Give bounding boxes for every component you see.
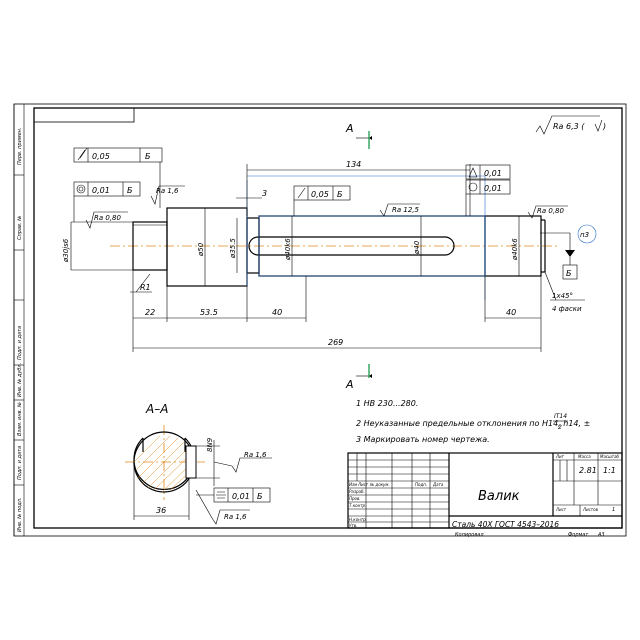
format-value: А3 — [597, 532, 605, 538]
dia-40k6-b: ø40k6 — [511, 238, 519, 261]
note-2: 2 Неуказанные предельные отклонения по Н… — [356, 419, 590, 428]
dia-35: ø35.5 — [229, 238, 237, 259]
svg-text:Ra 0,80: Ra 0,80 — [94, 214, 122, 222]
dim-40b: 40 — [506, 308, 516, 317]
svg-text:Масса: Масса — [578, 454, 591, 459]
svg-text:Т.контр.: Т.контр. — [349, 503, 366, 508]
dia-50: ø50 — [197, 242, 205, 257]
side-stamp-4: Инв. № дубл. — [17, 363, 23, 397]
dim-22: 22 — [145, 308, 155, 317]
side-stamp-6: Подп. и дата — [17, 446, 23, 480]
svg-text:Б: Б — [127, 186, 133, 195]
svg-text:Лист: Лист — [555, 507, 567, 512]
tolerance-frame-4: 0,01 0,01 — [465, 164, 511, 216]
svg-text:Разраб.: Разраб. — [349, 489, 365, 494]
section-view: А–А 8N9 36 Ra 1,6 — [125, 402, 272, 525]
dim-chamfer-note: 4 фаски — [552, 305, 582, 313]
svg-text:0,01: 0,01 — [92, 186, 110, 195]
center-hole: п3 — [580, 231, 589, 239]
dim-40a: 40 — [272, 308, 282, 317]
dia-40: ø40 — [413, 240, 421, 255]
corner-box — [33, 107, 135, 123]
side-stamp-1: Перв. примен. — [17, 127, 23, 165]
dimensions: 134 3 22 53.5 40 40 269 ø30js6 ø50 ø35.5… — [62, 160, 585, 352]
general-roughness-close: ) — [602, 122, 606, 131]
roughness-marks: Ra 1,6 Ra 0,80 Ra 12,5 Ra 0,80 — [85, 185, 568, 229]
svg-text:Изм: Изм — [349, 482, 357, 487]
svg-text:Ra 0,80: Ra 0,80 — [537, 207, 565, 215]
note-fraction-den: 2 — [558, 424, 562, 431]
svg-text:Масштаб: Масштаб — [600, 454, 620, 459]
svg-text:Ra 1,6: Ra 1,6 — [224, 513, 247, 521]
svg-text:0,01: 0,01 — [484, 169, 502, 178]
section-letter-top: А — [345, 122, 354, 135]
base-marker: Б п3 — [540, 224, 597, 280]
note-3: 3 Маркировать номер чертежа. — [356, 435, 490, 444]
side-stamp-7: Инв. № подл. — [17, 498, 23, 533]
base-letter: Б — [566, 269, 572, 278]
side-stamp-column: Перв. примен. Справ. № Подп. и дата Инв.… — [13, 104, 25, 536]
svg-text:0,05: 0,05 — [311, 190, 329, 199]
section-marker-top: А — [345, 122, 372, 149]
dim-53: 53.5 — [200, 308, 218, 317]
svg-text:Б: Б — [145, 152, 151, 161]
svg-text:№ докум.: № докум. — [369, 482, 390, 487]
svg-text:Лит: Лит — [555, 454, 565, 459]
scale-value: 1:1 — [603, 466, 616, 475]
svg-text:Утв.: Утв. — [349, 523, 357, 528]
dia-40k6-a: ø40k6 — [284, 238, 292, 261]
dim-chamfer: 1х45° — [552, 292, 573, 300]
svg-text:Дата: Дата — [432, 482, 444, 487]
dim-key-depth: 36 — [156, 506, 166, 515]
section-letter-bottom: А — [345, 378, 354, 391]
side-stamp-2: Справ. № — [17, 216, 23, 240]
shaft-outline — [110, 175, 560, 300]
part-name: Валик — [478, 489, 520, 504]
side-stamp-3: Подп. и дата — [17, 326, 23, 360]
format-label: Формат — [568, 532, 589, 538]
section-marker-bottom: А — [345, 364, 372, 391]
mass-value: 2.81 — [579, 466, 597, 475]
side-stamp-5: Взам. инв. № — [17, 402, 23, 436]
general-roughness-label: Ra 6,3 ( — [553, 122, 585, 131]
svg-text:Пров.: Пров. — [349, 496, 361, 501]
title-block: Изм Лист № докум. Подп. Дата Разраб. Про… — [347, 452, 623, 529]
general-roughness: Ra 6,3 ( ) — [535, 115, 606, 135]
material: Сталь 40Х ГОСТ 4543–2016 — [452, 520, 559, 529]
dim-3: 3 — [262, 189, 267, 198]
section-title: А–А — [145, 402, 168, 416]
tolerance-frame-1: 0,05 Б — [73, 147, 163, 208]
tolerance-frame-3: 0,05 Б — [293, 185, 351, 216]
dim-r1: R1 — [140, 283, 151, 292]
svg-text:Н.контр.: Н.контр. — [349, 517, 367, 522]
drawing-frame — [33, 107, 623, 529]
technical-notes: 1 НВ 230...280. 2 Неуказанные предельные… — [356, 399, 590, 444]
tolerance-frame-2: 0,01 Б — [73, 181, 141, 222]
note-fraction-num: IT14 — [554, 413, 567, 420]
svg-text:Б: Б — [337, 190, 343, 199]
copied-label: Копировал — [455, 532, 484, 538]
svg-text:0,05: 0,05 — [92, 152, 110, 161]
svg-text:Подп.: Подп. — [415, 482, 427, 487]
svg-text:0,01: 0,01 — [232, 492, 250, 501]
svg-text:0,01: 0,01 — [484, 184, 502, 193]
note-1: 1 НВ 230...280. — [356, 399, 418, 408]
svg-text:Листов: Листов — [582, 507, 599, 512]
svg-text:Лист: Лист — [357, 482, 369, 487]
svg-text:Ra 1,6: Ra 1,6 — [156, 187, 179, 195]
dia-30: ø30js6 — [62, 238, 70, 263]
dim-269: 269 — [328, 338, 343, 347]
dim-key-width: 8N9 — [206, 437, 214, 452]
sheet-border — [13, 103, 627, 537]
svg-text:Б: Б — [257, 492, 263, 501]
keyway — [248, 236, 455, 256]
svg-text:Ra 12,5: Ra 12,5 — [392, 206, 420, 214]
svg-text:1: 1 — [612, 507, 615, 513]
dim-134: 134 — [346, 160, 361, 169]
svg-text:Ra 1,6: Ra 1,6 — [244, 451, 267, 459]
